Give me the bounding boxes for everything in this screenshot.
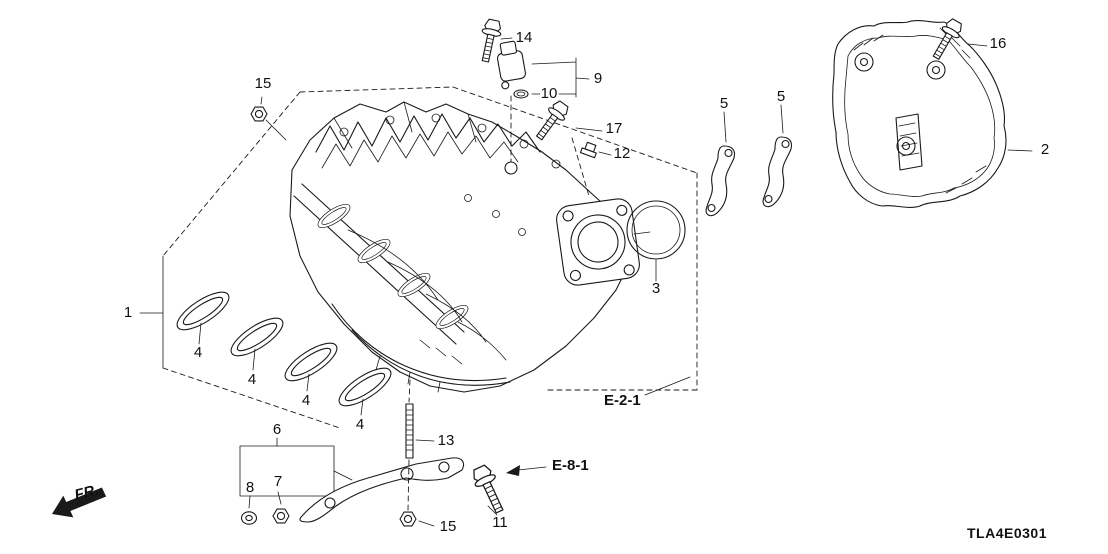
part-callout-15: 15 <box>440 518 457 535</box>
stay-bracket-5-right <box>762 104 793 208</box>
part-callout-3: 3 <box>652 280 660 297</box>
clip-12-group <box>579 141 612 159</box>
gasket-icon <box>279 335 343 389</box>
throttle-body-flange <box>556 198 640 286</box>
bolt-17-group <box>530 97 603 197</box>
part-callout-8: 8 <box>246 479 254 496</box>
map-sensor-group <box>496 40 590 163</box>
ref-e21-leader <box>644 376 691 396</box>
part-callout-6: 6 <box>273 421 281 438</box>
part-callout-9: 9 <box>594 70 602 87</box>
part-callout-10: 10 <box>541 85 558 102</box>
part-callout-5: 5 <box>720 95 728 112</box>
stay-bracket-5-left <box>705 111 736 217</box>
gasket-icon <box>171 284 235 338</box>
throttle-oring-drawing <box>626 200 686 282</box>
flange-nut-icon <box>399 511 417 527</box>
part-callout-13: 13 <box>438 432 455 449</box>
part-callout-14: 14 <box>516 29 533 46</box>
part-callout-12: 12 <box>614 145 631 162</box>
diagram-code: TLA4E0301 <box>967 525 1047 541</box>
part-callout-16: 16 <box>990 35 1007 52</box>
diagram-reference-E-2-1: E-2-1 <box>604 392 641 409</box>
part-callout-7: 7 <box>274 473 282 490</box>
part-callout-5: 5 <box>777 88 785 105</box>
manifold-cover-drawing <box>832 20 1033 208</box>
callout-1-bracket <box>139 255 164 369</box>
bolt-14-group <box>475 17 513 64</box>
flange-nut-icon <box>250 106 268 122</box>
assembly-boundary-dashed-lines <box>162 86 698 429</box>
manifold-gaskets-group <box>171 284 397 416</box>
washer-icon <box>240 511 258 525</box>
part-callout-15: 15 <box>255 75 272 92</box>
part-callout-2: 2 <box>1041 141 1049 158</box>
stud-13-group <box>405 379 435 511</box>
fr-direction-arrow: FR. <box>52 482 107 518</box>
part-callout-4: 4 <box>302 392 310 409</box>
part-callout-4: 4 <box>194 344 202 361</box>
bolt-16-group <box>927 16 988 64</box>
gasket-icon <box>333 360 397 414</box>
nut-15-bottom-group <box>399 511 435 527</box>
part-callout-11: 11 <box>492 514 508 531</box>
part-callout-4: 4 <box>356 416 364 433</box>
fr-arrow-icon <box>52 487 107 518</box>
part-callout-17: 17 <box>606 120 623 137</box>
flange-nut-icon <box>272 508 290 524</box>
fr-label: FR. <box>73 482 101 504</box>
nut-15-top-group <box>250 96 287 141</box>
ref-e81-leader <box>506 465 547 476</box>
part-callout-4: 4 <box>248 371 256 388</box>
bolt-icon <box>530 97 573 145</box>
bolt-11-group <box>468 462 511 517</box>
stay-bracket-icon <box>762 136 793 208</box>
diagram-reference-E-8-1: E-8-1 <box>552 457 589 474</box>
sensor-oring-icon <box>513 89 529 99</box>
bolt-icon <box>468 462 511 517</box>
part-callout-1: 1 <box>124 304 132 321</box>
intake-manifold-drawing <box>289 101 640 393</box>
stay-bracket-icon <box>705 145 736 217</box>
bracket-6-group <box>239 437 465 525</box>
gasket-icon <box>225 310 289 364</box>
